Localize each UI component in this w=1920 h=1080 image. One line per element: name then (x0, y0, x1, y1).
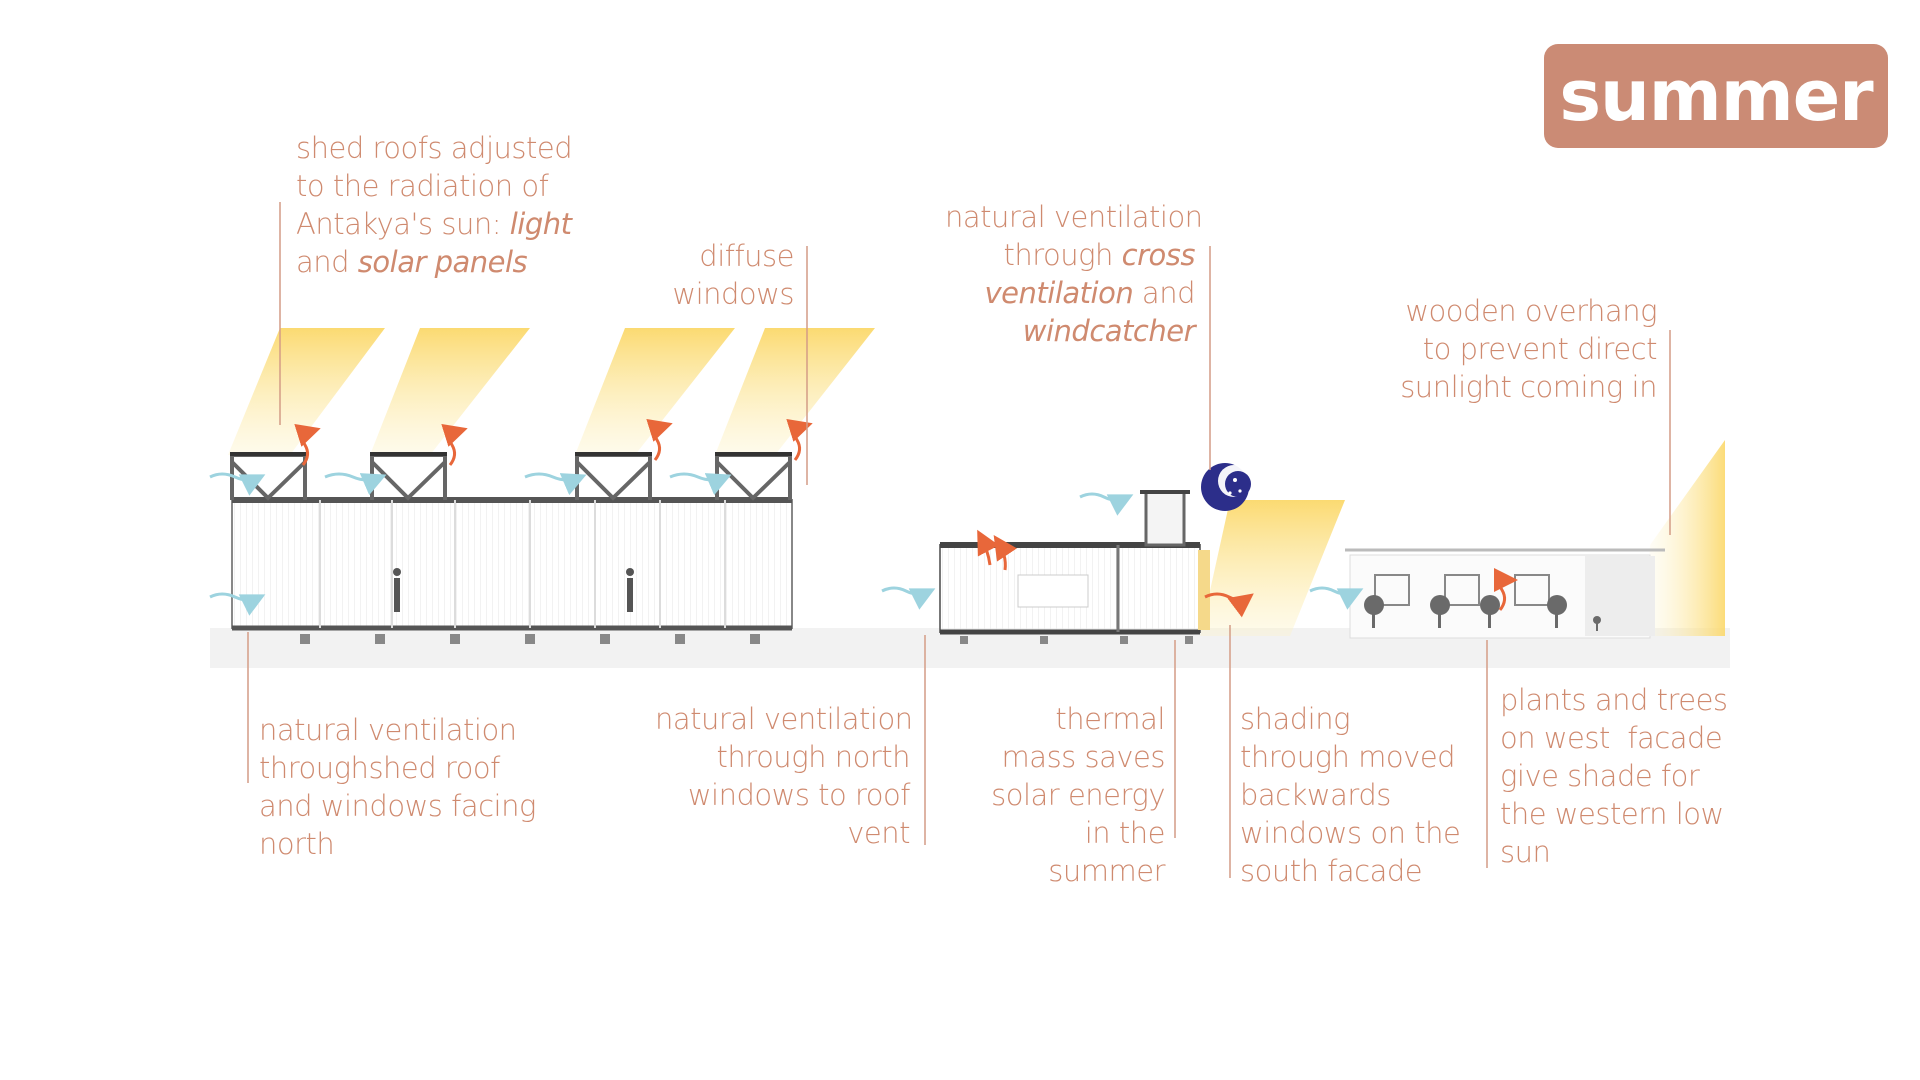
annotation-line: throughshed roof (259, 751, 500, 785)
warm-air-arrow (977, 529, 1000, 566)
annotation-line: ventilation and (945, 274, 1196, 312)
cool-air-arrows (209, 472, 1364, 616)
annotation-line: natural ventilation (945, 200, 1203, 234)
annotation-line: give shade for (1500, 759, 1700, 793)
annotation-line: north (259, 827, 335, 861)
annotation-shading: shading through moved backwards windows … (1240, 700, 1461, 890)
sun-ray (1645, 440, 1725, 636)
cool-air-arrow (209, 592, 266, 616)
annotation-line: sun (1500, 835, 1551, 869)
annotation-line: diffuse (699, 239, 794, 273)
annotation-line: south facade (1240, 854, 1423, 888)
annotation-text: and (1133, 276, 1196, 310)
annotation-line: windows to roof (687, 778, 911, 812)
annotation-line: sunlight coming in (1400, 370, 1657, 404)
annotation-text: cross (1121, 238, 1196, 272)
annotation-line: shed roofs adjusted (296, 131, 573, 165)
annotation-line: and windows facing (259, 789, 536, 823)
sun-ray (370, 328, 530, 455)
annotation-line: windows on the (1240, 816, 1461, 850)
warm-air-arrow (441, 423, 468, 466)
annotation-line: thermal (1055, 702, 1165, 736)
annotation-text: Antakya's sun: (296, 207, 510, 241)
annotation-line: windows (672, 277, 794, 311)
building-left (230, 452, 793, 644)
annotation-line: mass saves (1001, 740, 1166, 774)
annotation-line: shading (1240, 702, 1351, 736)
tree-icon (1547, 595, 1567, 628)
moon-icon (1201, 463, 1251, 511)
annotation-line: in the (1084, 816, 1166, 850)
cool-air-arrow (209, 472, 266, 496)
cool-air-arrow (324, 472, 387, 496)
annotation-line: windcatcher (945, 312, 1196, 350)
annotation-line: and solar panels (296, 243, 572, 281)
annotation-text: solar panels (357, 245, 528, 279)
tree-icon (1593, 616, 1601, 631)
annotation-line: wooden overhang (1405, 294, 1657, 328)
annotation-line: vent (847, 816, 910, 850)
leader-lines (247, 202, 1671, 878)
annotation-line: through north (716, 740, 911, 774)
annotation-line: on west facade (1500, 721, 1723, 755)
annotation-wooden-overhang: wooden overhang to prevent direct sunlig… (1395, 292, 1657, 406)
sun-ray (715, 328, 875, 455)
sun-ray (1200, 500, 1345, 636)
warm-air-arrows (294, 418, 1518, 618)
sun-ray (228, 328, 385, 455)
annotation-line: backwards (1240, 778, 1391, 812)
annotation-line: natural ventilation (655, 702, 913, 736)
annotation-line: summer (1048, 854, 1165, 888)
annotation-text: through (1003, 238, 1122, 272)
tree-icon (1430, 595, 1450, 628)
person-icon (626, 568, 634, 612)
annotation-shed-ventilation: natural ventilation throughshed roof and… (259, 711, 536, 863)
person-icon (393, 568, 401, 612)
warm-air-arrow (646, 418, 673, 461)
cool-air-arrow (669, 472, 732, 496)
warm-air-arrow (1493, 568, 1518, 611)
warm-air-arrow (993, 535, 1017, 571)
cool-air-arrow (881, 586, 936, 610)
tree-icon (1364, 595, 1384, 628)
annotation-line: through moved (1240, 740, 1456, 774)
annotation-diffuse-windows: diffuse windows (660, 237, 794, 313)
annotation-text: and (296, 245, 358, 279)
warm-air-arrow (294, 423, 321, 466)
warm-air-arrow (786, 418, 813, 461)
annotation-line: Antakya's sun: light (296, 205, 572, 243)
sun-rays (228, 328, 1725, 636)
warm-air-arrow (1204, 592, 1254, 618)
sun-ray (575, 328, 735, 455)
annotation-thermal-mass: thermal mass saves solar energy in the s… (965, 700, 1165, 890)
annotation-shed-roofs: shed roofs adjusted to the radiation of … (296, 129, 573, 281)
season-badge: summer (1544, 44, 1888, 148)
cool-air-arrow (1079, 492, 1134, 516)
annotation-line: to the radiation of (296, 169, 549, 203)
annotation-plants-trees: plants and trees on west facade give sha… (1500, 681, 1728, 871)
annotation-line: natural ventilation (259, 713, 517, 747)
annotation-text: light (509, 207, 572, 241)
building-middle (939, 490, 1210, 644)
annotation-line: the western low (1500, 797, 1724, 831)
annotation-line: plants and trees (1500, 683, 1728, 717)
cool-air-arrow (524, 472, 587, 496)
tree-icon (1480, 595, 1500, 628)
annotation-line: through cross (945, 236, 1196, 274)
annotation-text: windcatcher (1022, 314, 1196, 348)
annotation-text: ventilation (984, 276, 1134, 310)
cool-air-arrow (1309, 586, 1364, 610)
annotation-north-ventilation: natural ventilation through north window… (655, 700, 913, 852)
annotation-line: to prevent direct (1422, 332, 1658, 366)
annotation-line: solar energy (991, 778, 1165, 812)
annotation-cross-ventilation: natural ventilation through cross ventil… (945, 198, 1203, 350)
